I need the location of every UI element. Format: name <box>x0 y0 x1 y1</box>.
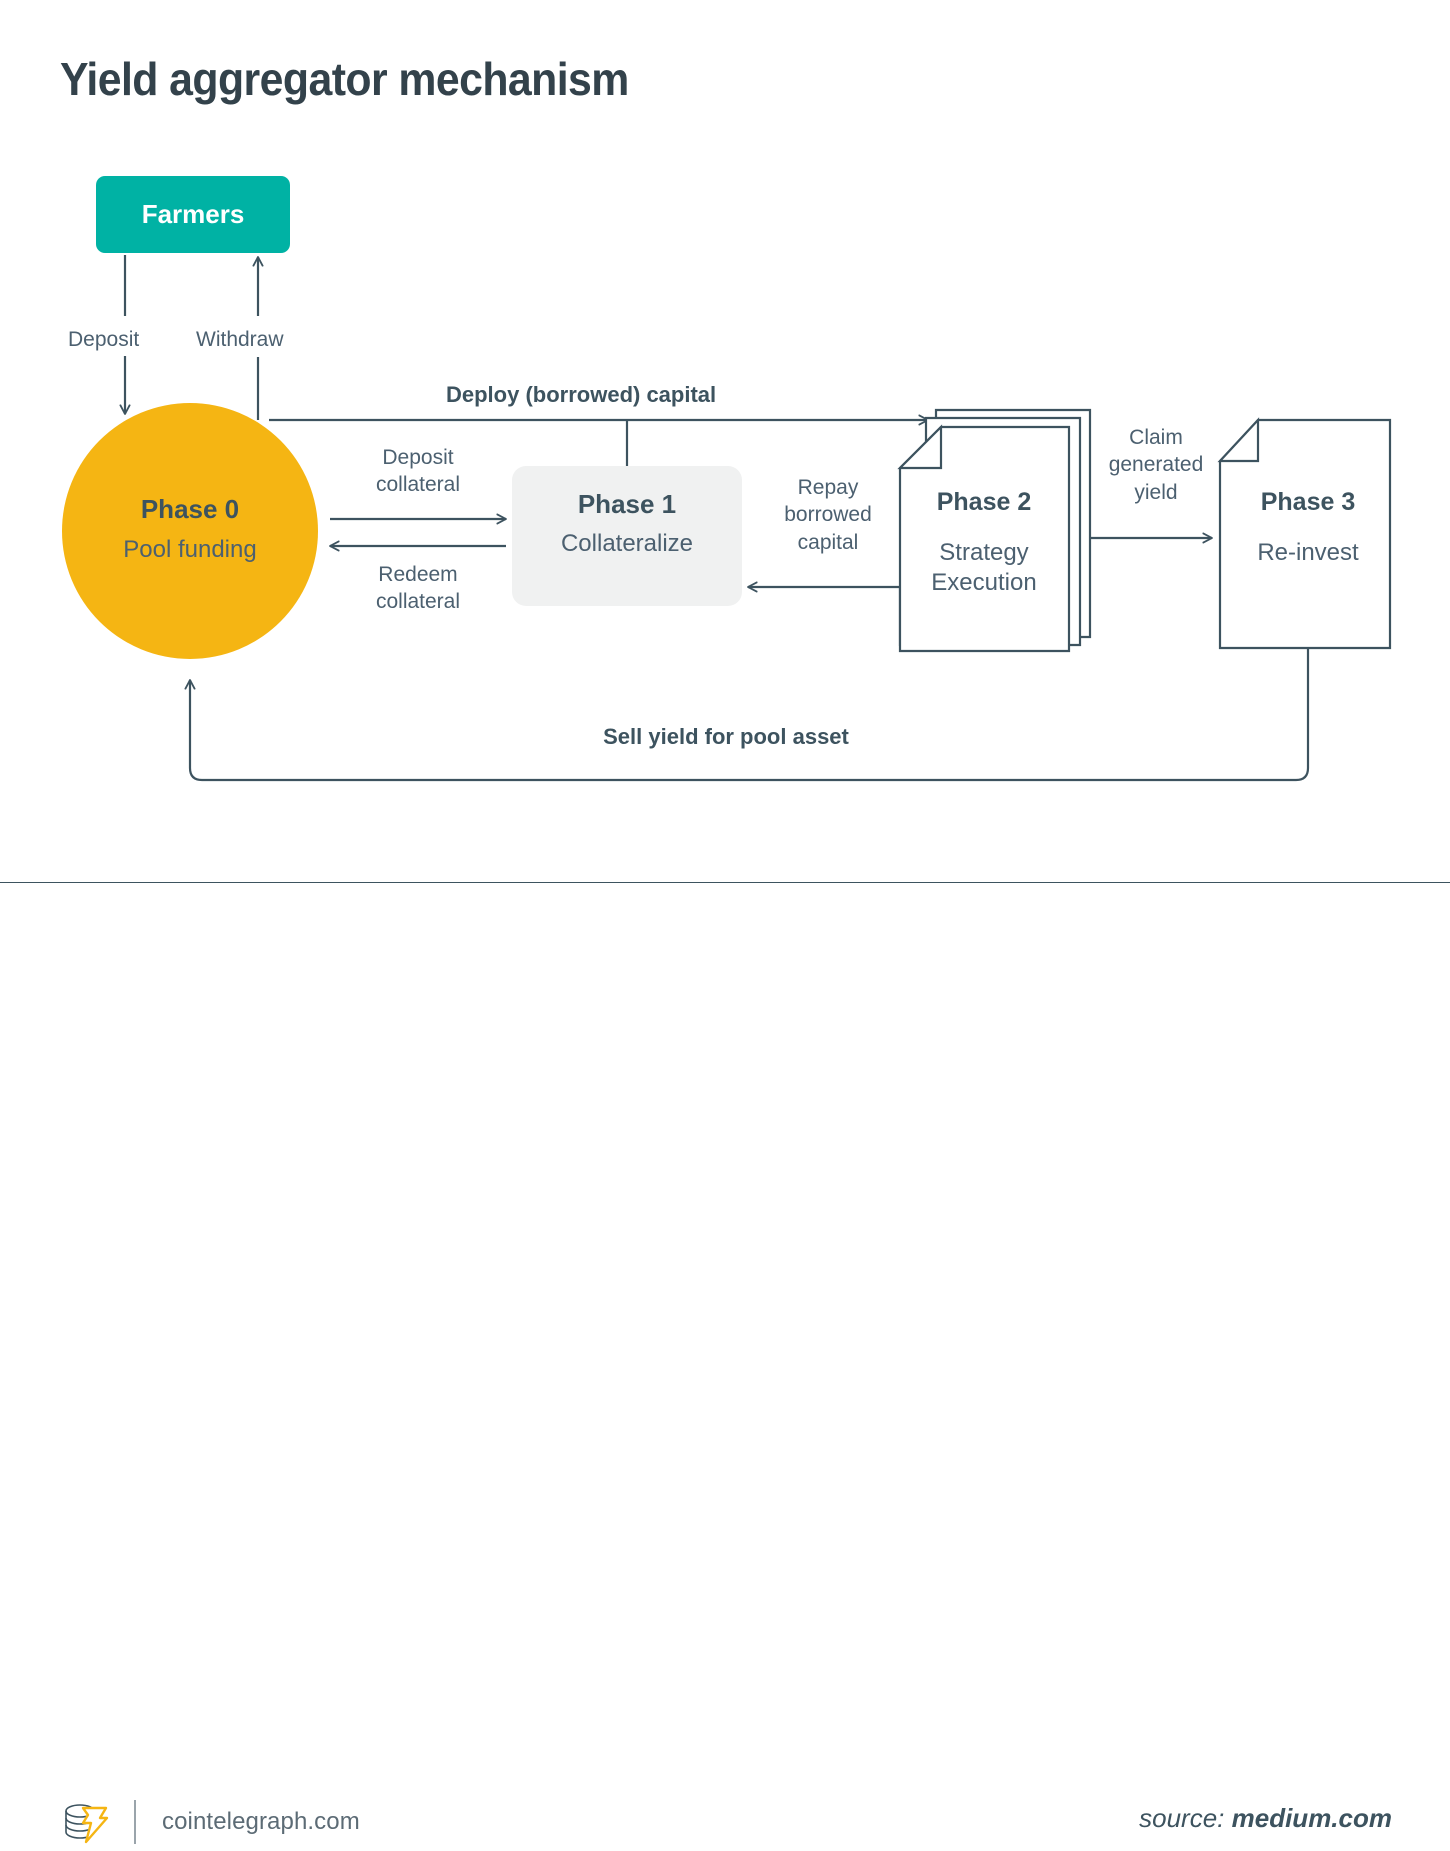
coin-stack-bolt-logo-icon <box>60 1798 112 1846</box>
source-name: medium.com <box>1231 1803 1392 1833</box>
node-phase3-shape <box>1217 417 1392 650</box>
brand-name: cointelegraph.com <box>162 1808 360 1835</box>
node-phase2-shape <box>897 408 1092 653</box>
phase2-folded-corner <box>897 424 943 470</box>
source-prefix: source: <box>1139 1803 1232 1833</box>
brand-block: cointelegraph.com <box>60 1798 360 1846</box>
node-farmers-box <box>96 176 290 253</box>
edge-sell-yield-path <box>184 648 1310 782</box>
footer-divider <box>0 882 1450 883</box>
node-phase1-shape <box>512 466 742 606</box>
diagram-canvas <box>62 255 1392 782</box>
brand-divider <box>134 1800 136 1844</box>
node-phase0-shape <box>62 403 318 659</box>
phase3-folded-corner <box>1217 417 1260 463</box>
source-credit: source: medium.com <box>1139 1803 1392 1834</box>
diagram-page: Yield aggregator mechanism <box>0 53 1450 1844</box>
footer: cointelegraph.com source: medium.com <box>0 883 1450 1844</box>
node-farmers-label: Farmers <box>141 199 245 229</box>
page-title: Yield aggregator mechanism <box>60 53 629 105</box>
